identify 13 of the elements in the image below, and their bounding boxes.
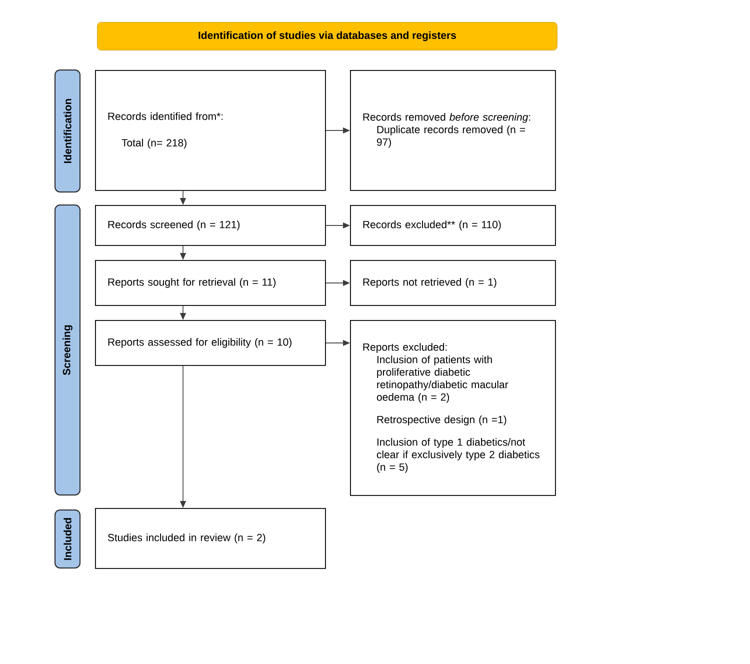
process-box: Records removed before screening: Duplicate records removed (n = 97) (350, 70, 556, 191)
process-box: Records identified from*: Total (n= 218) (95, 70, 326, 191)
process-box: Studies included in review (n = 2) (95, 508, 326, 569)
process-box: Reports assessed for eligibility (n = 10) (95, 320, 326, 366)
process-box: Records screened (n = 121) (95, 205, 326, 246)
process-box: Reports excluded: Inclusion of patients with proliferative diabetic retinopathy/diabetic macular oedema (n = 2) Retrospective design (n =1) Inclusion of type 1 diabetics/not clear if exclusively type 2 diabetics (n = 5) (350, 320, 556, 496)
phase-bar: Identification (54, 70, 80, 192)
phase-bar: Screening (54, 204, 80, 496)
process-box: Records excluded** (n = 110) (350, 205, 556, 246)
phase-bar: Included (54, 510, 80, 568)
process-box: Reports sought for retrieval (n = 11) (95, 260, 326, 306)
process-box: Reports not retrieved (n = 1) (350, 260, 556, 306)
heading-banner: Identification of studies via databases and registers (97, 22, 558, 50)
